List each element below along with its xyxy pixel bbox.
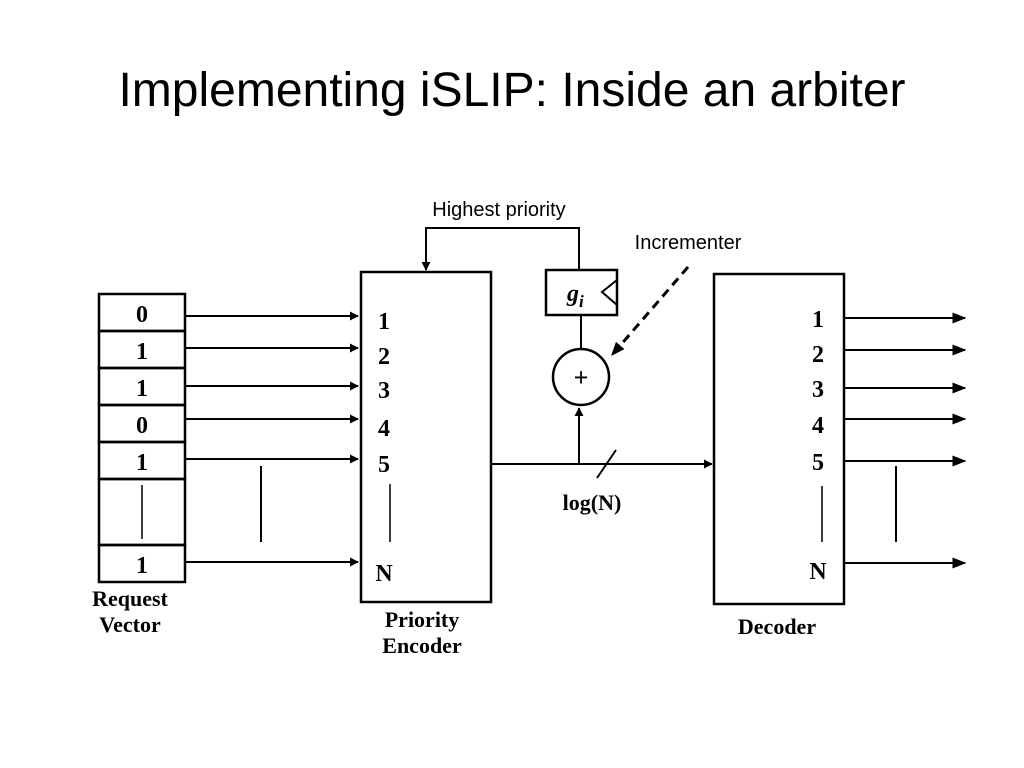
encoder-input-label: 5: [378, 452, 390, 478]
slide-title: Implementing iSLIP: Inside an arbiter: [118, 64, 906, 117]
incrementer-arrow: [610, 266, 690, 357]
encoder-input-label: 2: [378, 344, 390, 370]
priority-encoder-label-line2: Encoder: [382, 633, 462, 658]
request-bit: 1: [136, 339, 148, 365]
decoder-output-label: 3: [812, 377, 824, 403]
encoder-input-label: N: [375, 561, 393, 587]
bus-width-slash: [596, 449, 617, 479]
encoder-input-label: 3: [378, 378, 390, 404]
pointer-register-g: g: [566, 281, 579, 307]
request-vector: 0 1 1 0 1 1: [97, 292, 187, 584]
register-clock-icon: [600, 279, 618, 306]
pointer-register-symbol: gi: [566, 281, 584, 311]
priority-encoder-label-line1: Priority: [385, 607, 460, 632]
decoder-outputs: 1 2 3 4 5N: [809, 307, 967, 585]
priority-encoder-box: [359, 270, 493, 604]
highest-priority-label: Highest priority: [432, 199, 565, 221]
pointer-register-box: [544, 268, 619, 317]
bus-width-label: log(N): [563, 490, 622, 515]
request-bit: 1: [136, 553, 148, 579]
encoder-input-label: 4: [378, 416, 390, 442]
decoder-output-label: 1: [812, 307, 824, 333]
highest-priority-feedback-line: [421, 227, 580, 271]
request-lines: [185, 311, 359, 567]
decoder-box: [712, 272, 846, 606]
adder-symbol: +: [574, 363, 589, 392]
decoder-output-label: 5: [812, 450, 824, 476]
decoder-label: Decoder: [738, 614, 816, 639]
request-bit: 1: [136, 376, 148, 402]
priority-encoder-inputs: 1 2 3 4 5N: [375, 309, 393, 587]
adder-circle: [551, 347, 611, 407]
request-bit: 1: [136, 450, 148, 476]
encoder-input-label: 1: [378, 309, 390, 335]
pointer-register-subscript: i: [579, 292, 584, 311]
incrementer-label: Incrementer: [635, 232, 742, 254]
request-bit: 0: [136, 302, 148, 328]
request-bit: 0: [136, 413, 148, 439]
decoder-output-label: 4: [812, 413, 824, 439]
request-vector-cell: [97, 543, 187, 584]
decoder-output-label: N: [809, 559, 827, 585]
request-vector-label-line2: Vector: [99, 612, 161, 637]
decoder-output-label: 2: [812, 342, 824, 368]
request-vector-label-line1: Request: [92, 586, 168, 611]
